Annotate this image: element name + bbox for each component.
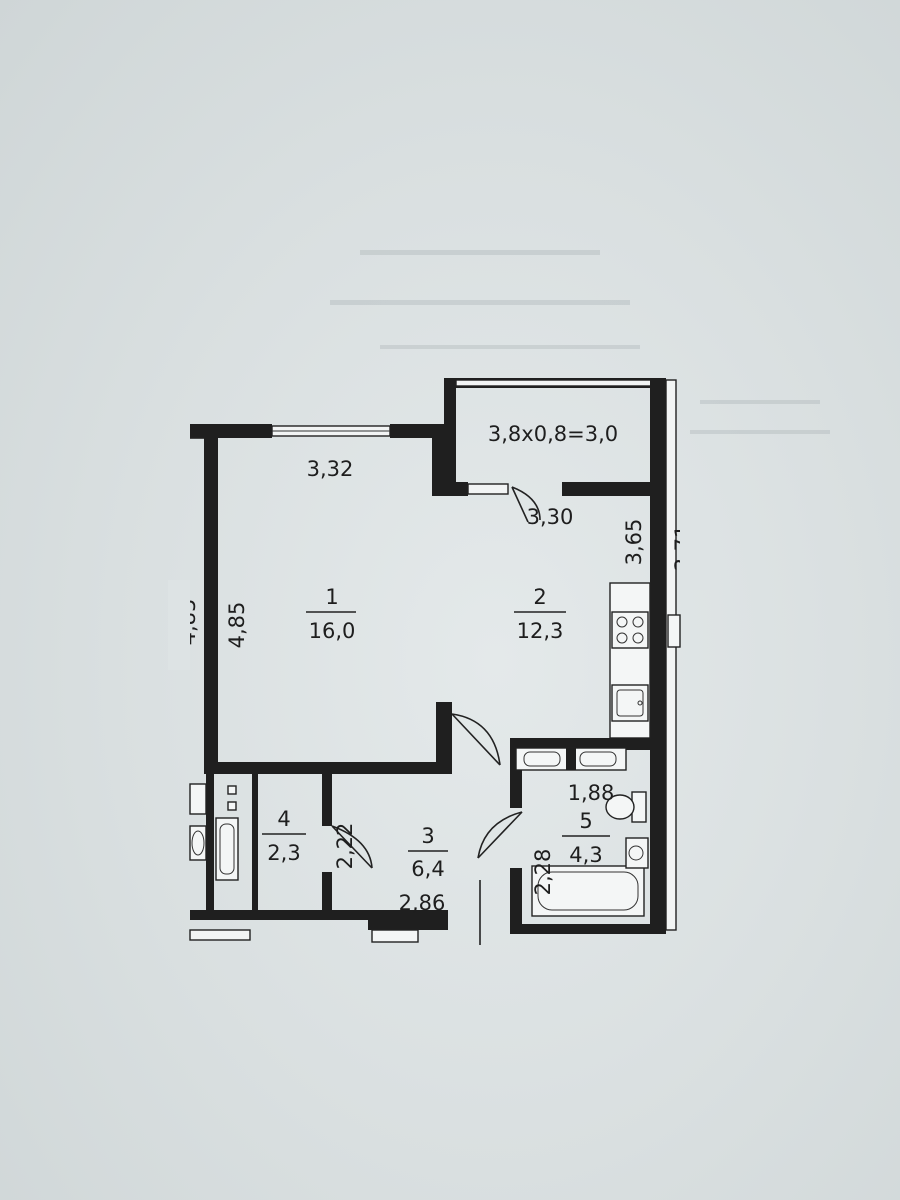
room-1-number: 1 bbox=[325, 585, 338, 609]
radiator-icon bbox=[371, 929, 419, 943]
stove-icon-neighbor bbox=[667, 614, 681, 648]
toilet-icon bbox=[605, 791, 647, 823]
labels: 3,8x0,8=3,0 1 16,0 2 12,3 3 6,4 4 2,3 5 … bbox=[176, 422, 695, 915]
bath-vanity-icon bbox=[515, 747, 627, 771]
stove-icon bbox=[611, 611, 649, 649]
room-2-area: 12,3 bbox=[517, 619, 564, 643]
crop-mask-right bbox=[680, 500, 720, 590]
paper-bleed-through bbox=[330, 250, 830, 434]
dim-closet-depth: 2,22 bbox=[333, 823, 357, 870]
balcony-label: 3,8x0,8=3,0 bbox=[488, 422, 618, 446]
room-2-number: 2 bbox=[533, 585, 546, 609]
dim-left-height: 4,85 bbox=[225, 602, 249, 649]
room-4-area: 2,3 bbox=[267, 841, 300, 865]
dim-bath-height: 2,28 bbox=[531, 849, 555, 896]
dim-hall-width: 2,86 bbox=[399, 891, 446, 915]
dim-kitchen-width: 3,30 bbox=[527, 505, 574, 529]
kitchen-sink-icon bbox=[611, 684, 649, 722]
door-swing-bath bbox=[477, 811, 523, 859]
washbasin-icon bbox=[625, 837, 649, 869]
room-4-number: 4 bbox=[277, 807, 290, 831]
neighbor-fixtures-icon bbox=[189, 783, 239, 881]
dim-top-width: 3,32 bbox=[307, 457, 354, 481]
room-5-area: 4,3 bbox=[569, 843, 602, 867]
crop-mask-left bbox=[168, 580, 190, 670]
room-5-number: 5 bbox=[579, 809, 592, 833]
door-swing-closet bbox=[331, 825, 373, 869]
door-swing-balcony bbox=[511, 486, 541, 521]
door-swing-room-2 bbox=[451, 713, 501, 766]
room-3-area: 6,4 bbox=[411, 857, 444, 881]
fixtures bbox=[189, 611, 681, 943]
dim-bath-width: 1,88 bbox=[568, 781, 615, 805]
bathtub-icon bbox=[531, 865, 645, 917]
room-3-number: 3 bbox=[421, 824, 434, 848]
room-1-area: 16,0 bbox=[309, 619, 356, 643]
doors bbox=[331, 486, 541, 869]
dim-kitchen-height: 3,65 bbox=[622, 519, 646, 566]
